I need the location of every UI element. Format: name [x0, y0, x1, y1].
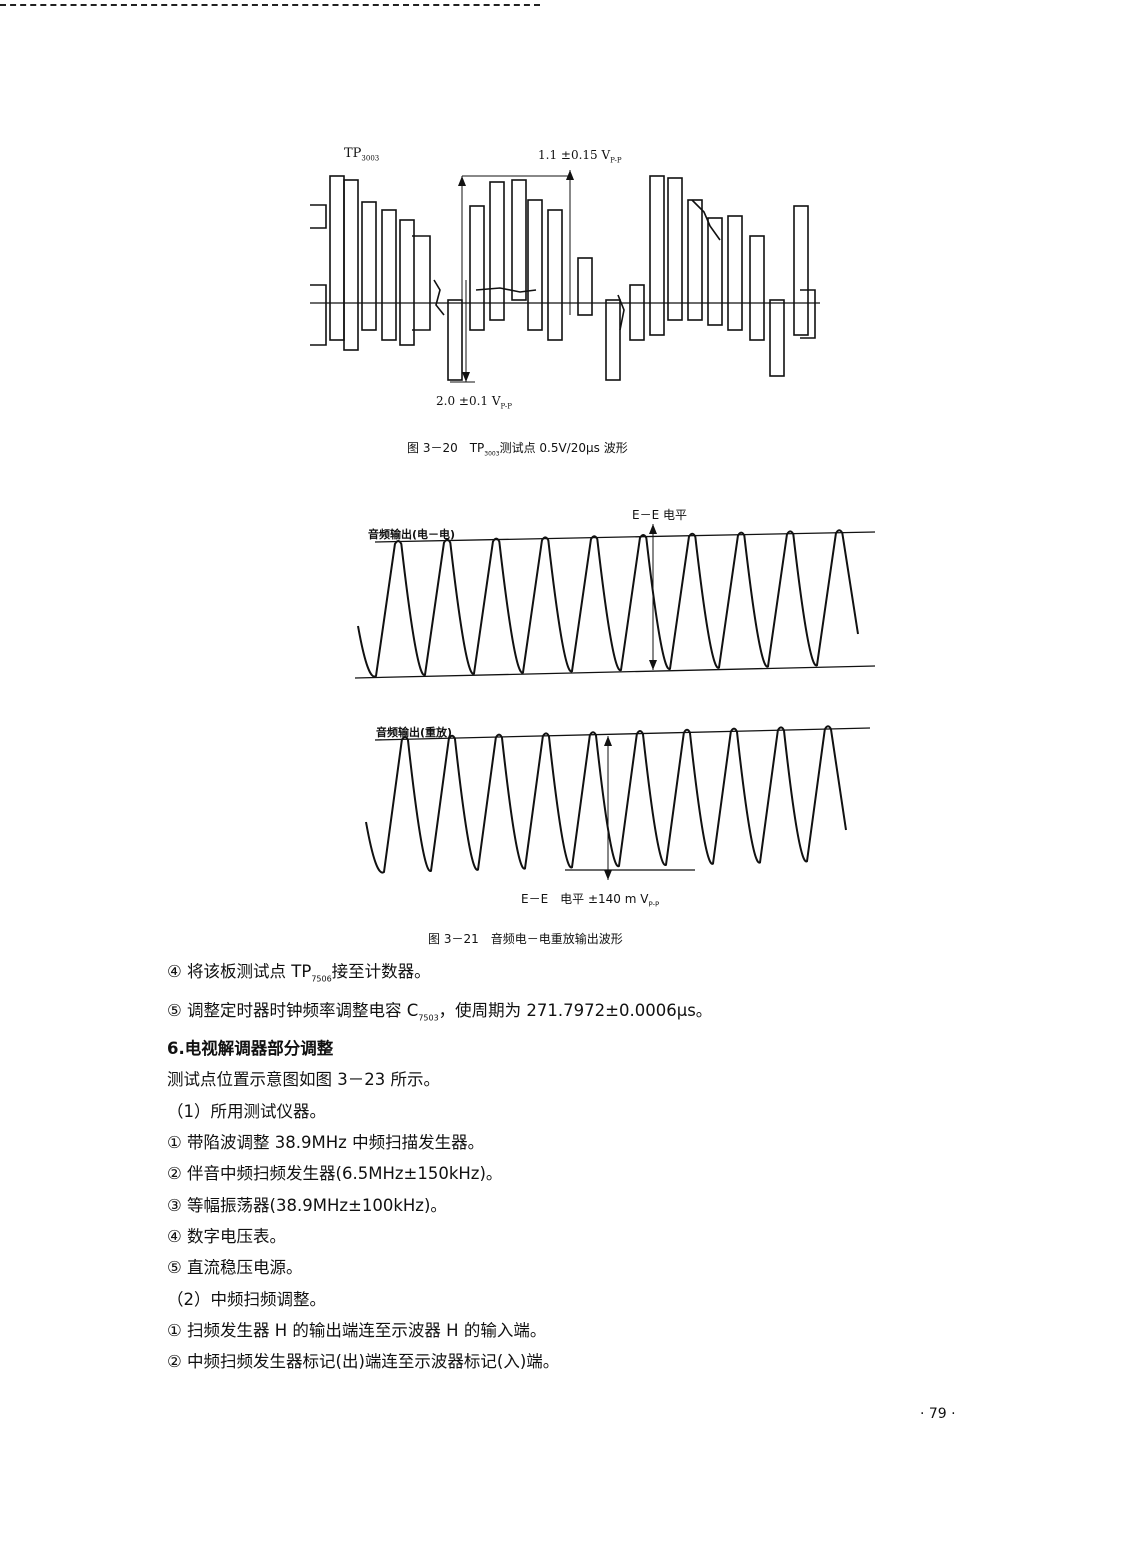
waveform-segment [605, 299, 621, 381]
waveform-tp3003 [310, 170, 820, 383]
waveform-segment [527, 199, 543, 331]
waveform-segment [793, 205, 809, 336]
waveform-segment [329, 175, 345, 341]
waveform-segment [361, 201, 377, 331]
waveform-segment [727, 215, 743, 331]
label-amplitude-top: 1.1 ±0.15 VP-P [538, 148, 622, 165]
label-audio-output-ee: 音频输出(电－电) [368, 528, 456, 541]
figure-3-20-caption: 图 3－20 TP3003测试点 0.5V/20μs 波形 [407, 441, 628, 458]
waveform-segment [399, 219, 415, 346]
text-line: ⑤ 调整定时器时钟频率调整电容 C7503，使周期为 271.7972±0.00… [167, 1000, 713, 1022]
waveform-segment [687, 199, 703, 321]
waveform-segment [649, 175, 665, 336]
text-line: （2）中频扫频调整。 [167, 1289, 326, 1309]
waveform-segment [769, 299, 785, 377]
waveform-segment [629, 284, 645, 341]
top-dashed-rule [0, 4, 540, 6]
label-ee-level-top: E－E 电平 [632, 508, 687, 522]
waveform-segment [343, 179, 359, 351]
text-line: （1）所用测试仪器。 [167, 1101, 326, 1121]
waveform-segment [381, 209, 397, 341]
text-line: ④ 将该板测试点 TP7506接至计数器。 [167, 962, 431, 984]
figure-3-20: TP3003 1.1 ±0.15 VP-P 2.0 ±0.1 VP-P [300, 140, 840, 420]
list-item: ④ 数字电压表。 [167, 1226, 287, 1246]
list-item: ② 伴音中频扫频发生器(6.5MHz±150kHz)。 [167, 1164, 503, 1184]
waveform-segment [749, 235, 765, 341]
list-item: ③ 等幅振荡器(38.9MHz±100kHz)。 [167, 1195, 447, 1215]
waveform-segment [511, 179, 527, 301]
list-item: ⑤ 直流稳压电源。 [167, 1258, 303, 1278]
waveform-segment [547, 209, 563, 341]
waveform-segment [667, 177, 683, 321]
figure-3-21: E－E 电平 音频输出(电－电) 音频输出(重放) E－E 电平 ±140 m … [350, 500, 890, 920]
section-heading: 6.电视解调器部分调整 [167, 1039, 334, 1059]
label-tp3003: TP3003 [344, 146, 380, 163]
waveform-segment [447, 299, 463, 381]
text-line: 测试点位置示意图如图 3－23 所示。 [167, 1070, 440, 1090]
figure-3-21-caption: 图 3－21 音频电－电重放输出波形 [428, 932, 623, 946]
waveform-segment [469, 205, 485, 331]
label-amplitude-bottom: 2.0 ±0.1 VP-P [436, 394, 512, 411]
waveform-segment [577, 257, 593, 316]
waveform-segment [489, 181, 505, 321]
label-ee-level-bottom: E－E 电平 ±140 m VP-P [521, 892, 660, 909]
waveform-audio-output [354, 524, 876, 880]
body-text: ④ 将该板测试点 TP7506接至计数器。 ⑤ 调整定时器时钟频率调整电容 C7… [167, 956, 997, 1377]
list-item: ① 带陷波调整 38.9MHz 中频扫描发生器。 [167, 1133, 485, 1153]
label-audio-output-playback: 音频输出(重放) [376, 726, 453, 739]
waveform-segment [707, 217, 723, 326]
list-item: ① 扫频发生器 H 的输出端连至示波器 H 的输入端。 [167, 1320, 547, 1340]
page-number: · 79 · [920, 1406, 956, 1422]
list-item: ② 中频扫频发生器标记(出)端连至示波器标记(入)端。 [167, 1352, 560, 1372]
waveform-noise-trace [310, 199, 816, 346]
